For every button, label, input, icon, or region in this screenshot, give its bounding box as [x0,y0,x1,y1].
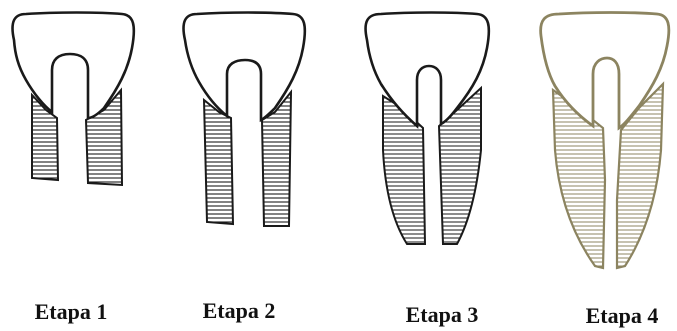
stage-3: Etapa 3 [353,0,503,331]
stage-label: Etapa 4 [547,303,677,329]
stage-label: Etapa 1 [0,299,146,325]
tooth-drawing-stage-4 [531,0,677,285]
stage-2: Etapa 2 [169,0,319,331]
tooth-drawing-stage-3 [353,0,503,285]
tooth-drawing-stage-2 [169,0,319,285]
root-wall-left [204,100,233,224]
stage-1: Etapa 1 [0,0,150,331]
root-wall-left [383,96,425,244]
stage-label: Etapa 2 [164,298,314,324]
stage-4: Etapa 4 [531,0,677,331]
tooth-drawing-stage-1 [0,0,150,285]
root-wall-left [32,95,58,180]
stage-label: Etapa 3 [367,302,517,328]
root-wall-left [553,90,605,268]
